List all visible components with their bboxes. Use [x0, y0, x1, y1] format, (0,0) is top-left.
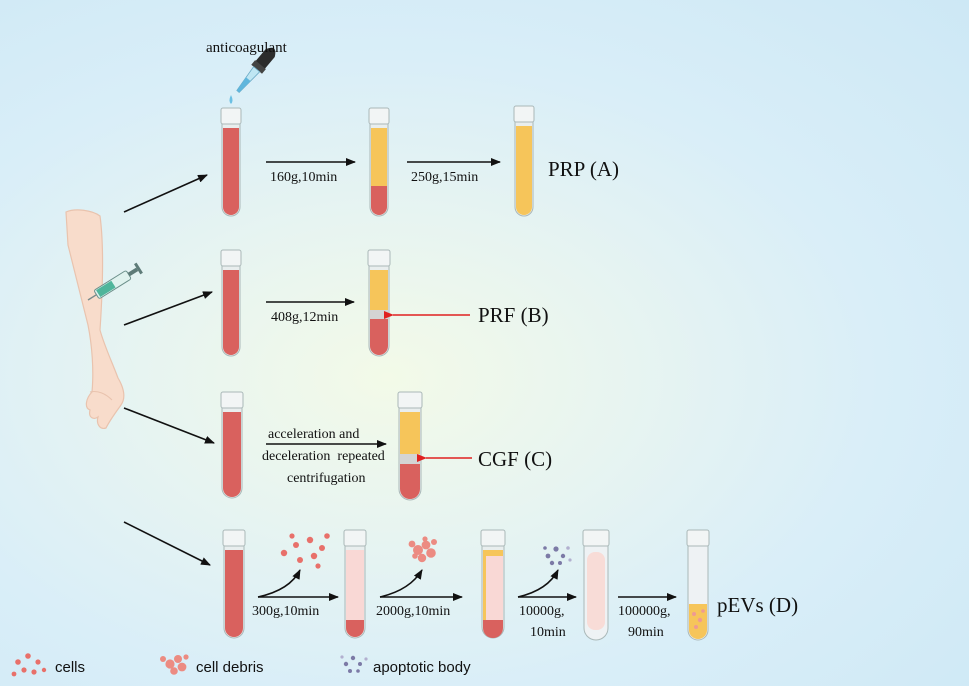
step-label-2: 2000g,10min	[376, 604, 450, 619]
tube-pevs	[686, 529, 710, 641]
step-label-3a: 10000g,	[519, 604, 565, 619]
step-label-1c: centrifugation	[287, 471, 366, 486]
cells-cluster	[280, 533, 330, 569]
arm-arrow-prp	[123, 174, 208, 213]
arm-arrow-pevs	[123, 521, 211, 566]
arm-arrow-cgf	[123, 407, 215, 444]
arm-arrow-prf	[123, 291, 213, 326]
step-label-4a: 100000g,	[618, 604, 671, 619]
legend-apoptotic-body-icon	[340, 655, 368, 673]
tube-after-10000g	[582, 529, 610, 641]
curved-arrow-step-1	[257, 569, 301, 598]
row-pevs: 300g,10min 2000g,10min	[123, 521, 798, 641]
curved-arrow-step-3	[517, 569, 559, 598]
step-label-1: 160g,10min	[270, 170, 337, 185]
arm-icon	[65, 209, 125, 429]
row-prp: 160g,10min 250g,15min PRP (A)	[123, 105, 619, 217]
legend-cell-debris-label: cell debris	[196, 659, 264, 676]
result-label-cgf: CGF (C)	[478, 447, 552, 471]
tube-prp	[513, 105, 535, 217]
apoptotic-body-cluster	[543, 546, 572, 566]
step-label-4b: 90min	[628, 625, 664, 640]
legend-cells-label: cells	[55, 659, 85, 676]
tube-separated	[368, 107, 390, 217]
row-prf: 408g,12min PRF (B)	[123, 249, 549, 357]
step-label-3b: 10min	[530, 625, 566, 640]
step-label-1b: deceleration repeated	[262, 449, 385, 464]
result-label-pevs: pEVs (D)	[717, 593, 798, 617]
result-label-prf: PRF (B)	[478, 303, 549, 327]
tube-after-2000g	[480, 529, 506, 639]
legend: cells cell debris apoptotic body	[11, 653, 471, 677]
legend-cells-icon	[11, 653, 47, 677]
cell-debris-cluster	[408, 536, 437, 563]
syringe-icon	[87, 262, 143, 301]
row-cgf: acceleration and deceleration repeated c…	[123, 391, 552, 501]
tube-cgf	[397, 391, 423, 501]
anticoagulant-label: anticoagulant	[206, 40, 288, 56]
step-label-1a: acceleration and	[268, 427, 359, 442]
tube-whole-blood	[220, 391, 244, 499]
dropper-icon	[236, 47, 276, 93]
result-label-prp: PRP (A)	[548, 157, 619, 181]
curved-arrow-step-2	[379, 569, 423, 598]
tube-whole-blood	[222, 529, 246, 639]
legend-apoptotic-body-label: apoptotic body	[373, 659, 471, 676]
tube-prf	[367, 249, 391, 357]
step-label-2: 250g,15min	[411, 170, 478, 185]
legend-cell-debris-icon	[160, 654, 189, 675]
tube-after-300g	[343, 529, 367, 639]
anticoagulant-drop	[229, 95, 233, 104]
step-label-1: 300g,10min	[252, 604, 319, 619]
step-label-1: 408g,12min	[271, 310, 338, 325]
tube-whole-blood	[220, 107, 242, 217]
tube-whole-blood	[220, 249, 242, 357]
